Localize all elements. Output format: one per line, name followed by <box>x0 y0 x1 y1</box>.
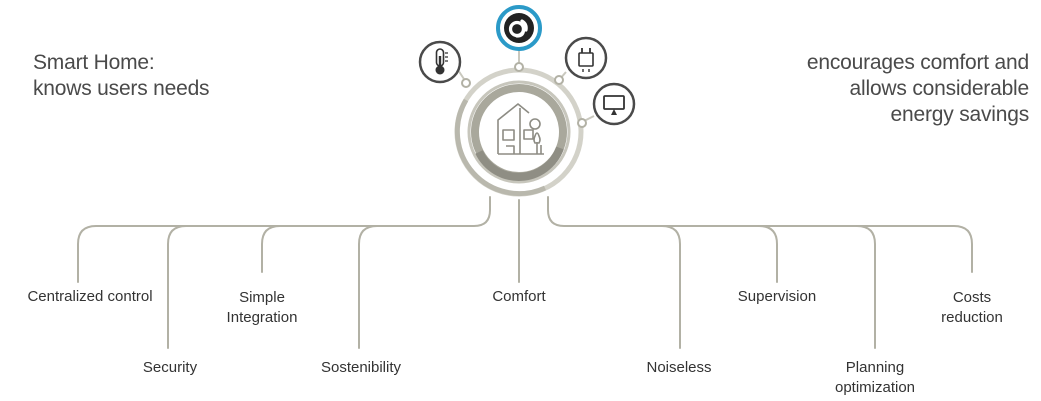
feature-security: Security <box>143 358 197 378</box>
brand-logo-icon <box>496 5 542 51</box>
connector-security <box>167 225 241 349</box>
feature-simple-integration: Simple Integration <box>227 288 298 328</box>
connector-simple-integration <box>261 225 337 273</box>
feature-label-line1: Simple <box>239 289 285 306</box>
feature-label: Noiseless <box>646 359 712 376</box>
feature-label-line1: Costs <box>952 289 992 306</box>
feature-label: Security <box>142 359 198 376</box>
connector-noiseless <box>547 196 681 349</box>
feature-comfort: Comfort <box>492 287 545 307</box>
connector-sostenibility <box>358 225 431 349</box>
connector-costs-reduction <box>856 225 973 273</box>
feature-label-line2: reduction <box>941 309 1003 326</box>
house-icon <box>497 103 544 155</box>
feature-centralized-control: Centralized control <box>27 287 152 307</box>
connector-centralized-control <box>77 196 491 283</box>
feature-noiseless: Noiseless <box>646 358 711 378</box>
feature-label-line1: Planning <box>845 359 905 376</box>
right-headline-line2: allows considerable <box>849 77 1030 100</box>
satellite-nodes <box>461 62 587 128</box>
left-headline-line1: Smart Home: <box>33 51 155 74</box>
feature-label: Supervision <box>737 288 817 305</box>
feature-costs-reduction: Costs reduction <box>941 288 1003 328</box>
central-hub <box>454 67 584 197</box>
connector-lines <box>77 196 973 349</box>
right-headline-line3: energy savings <box>890 103 1030 126</box>
thermometer-icon <box>418 40 462 84</box>
monitor-icon <box>592 82 636 126</box>
right-headline-line1: encourages comfort and <box>806 51 1029 74</box>
left-headline: Smart Home: knows users needs <box>33 50 210 102</box>
right-headline: encourages comfort and allows considerab… <box>807 50 1029 128</box>
socket-icon <box>564 36 608 80</box>
feature-sostenibility: Sostenibility <box>321 358 401 378</box>
left-headline-line2: knows users needs <box>33 77 210 100</box>
feature-label: Centralized control <box>27 288 153 305</box>
feature-supervision: Supervision <box>738 287 816 307</box>
feature-label-line2: optimization <box>834 379 916 396</box>
feature-label: Comfort <box>492 288 546 305</box>
feature-label: Sostenibility <box>320 359 402 376</box>
feature-planning-optimization: Planning optimization <box>835 358 915 398</box>
feature-label-line2: Integration <box>226 309 298 326</box>
